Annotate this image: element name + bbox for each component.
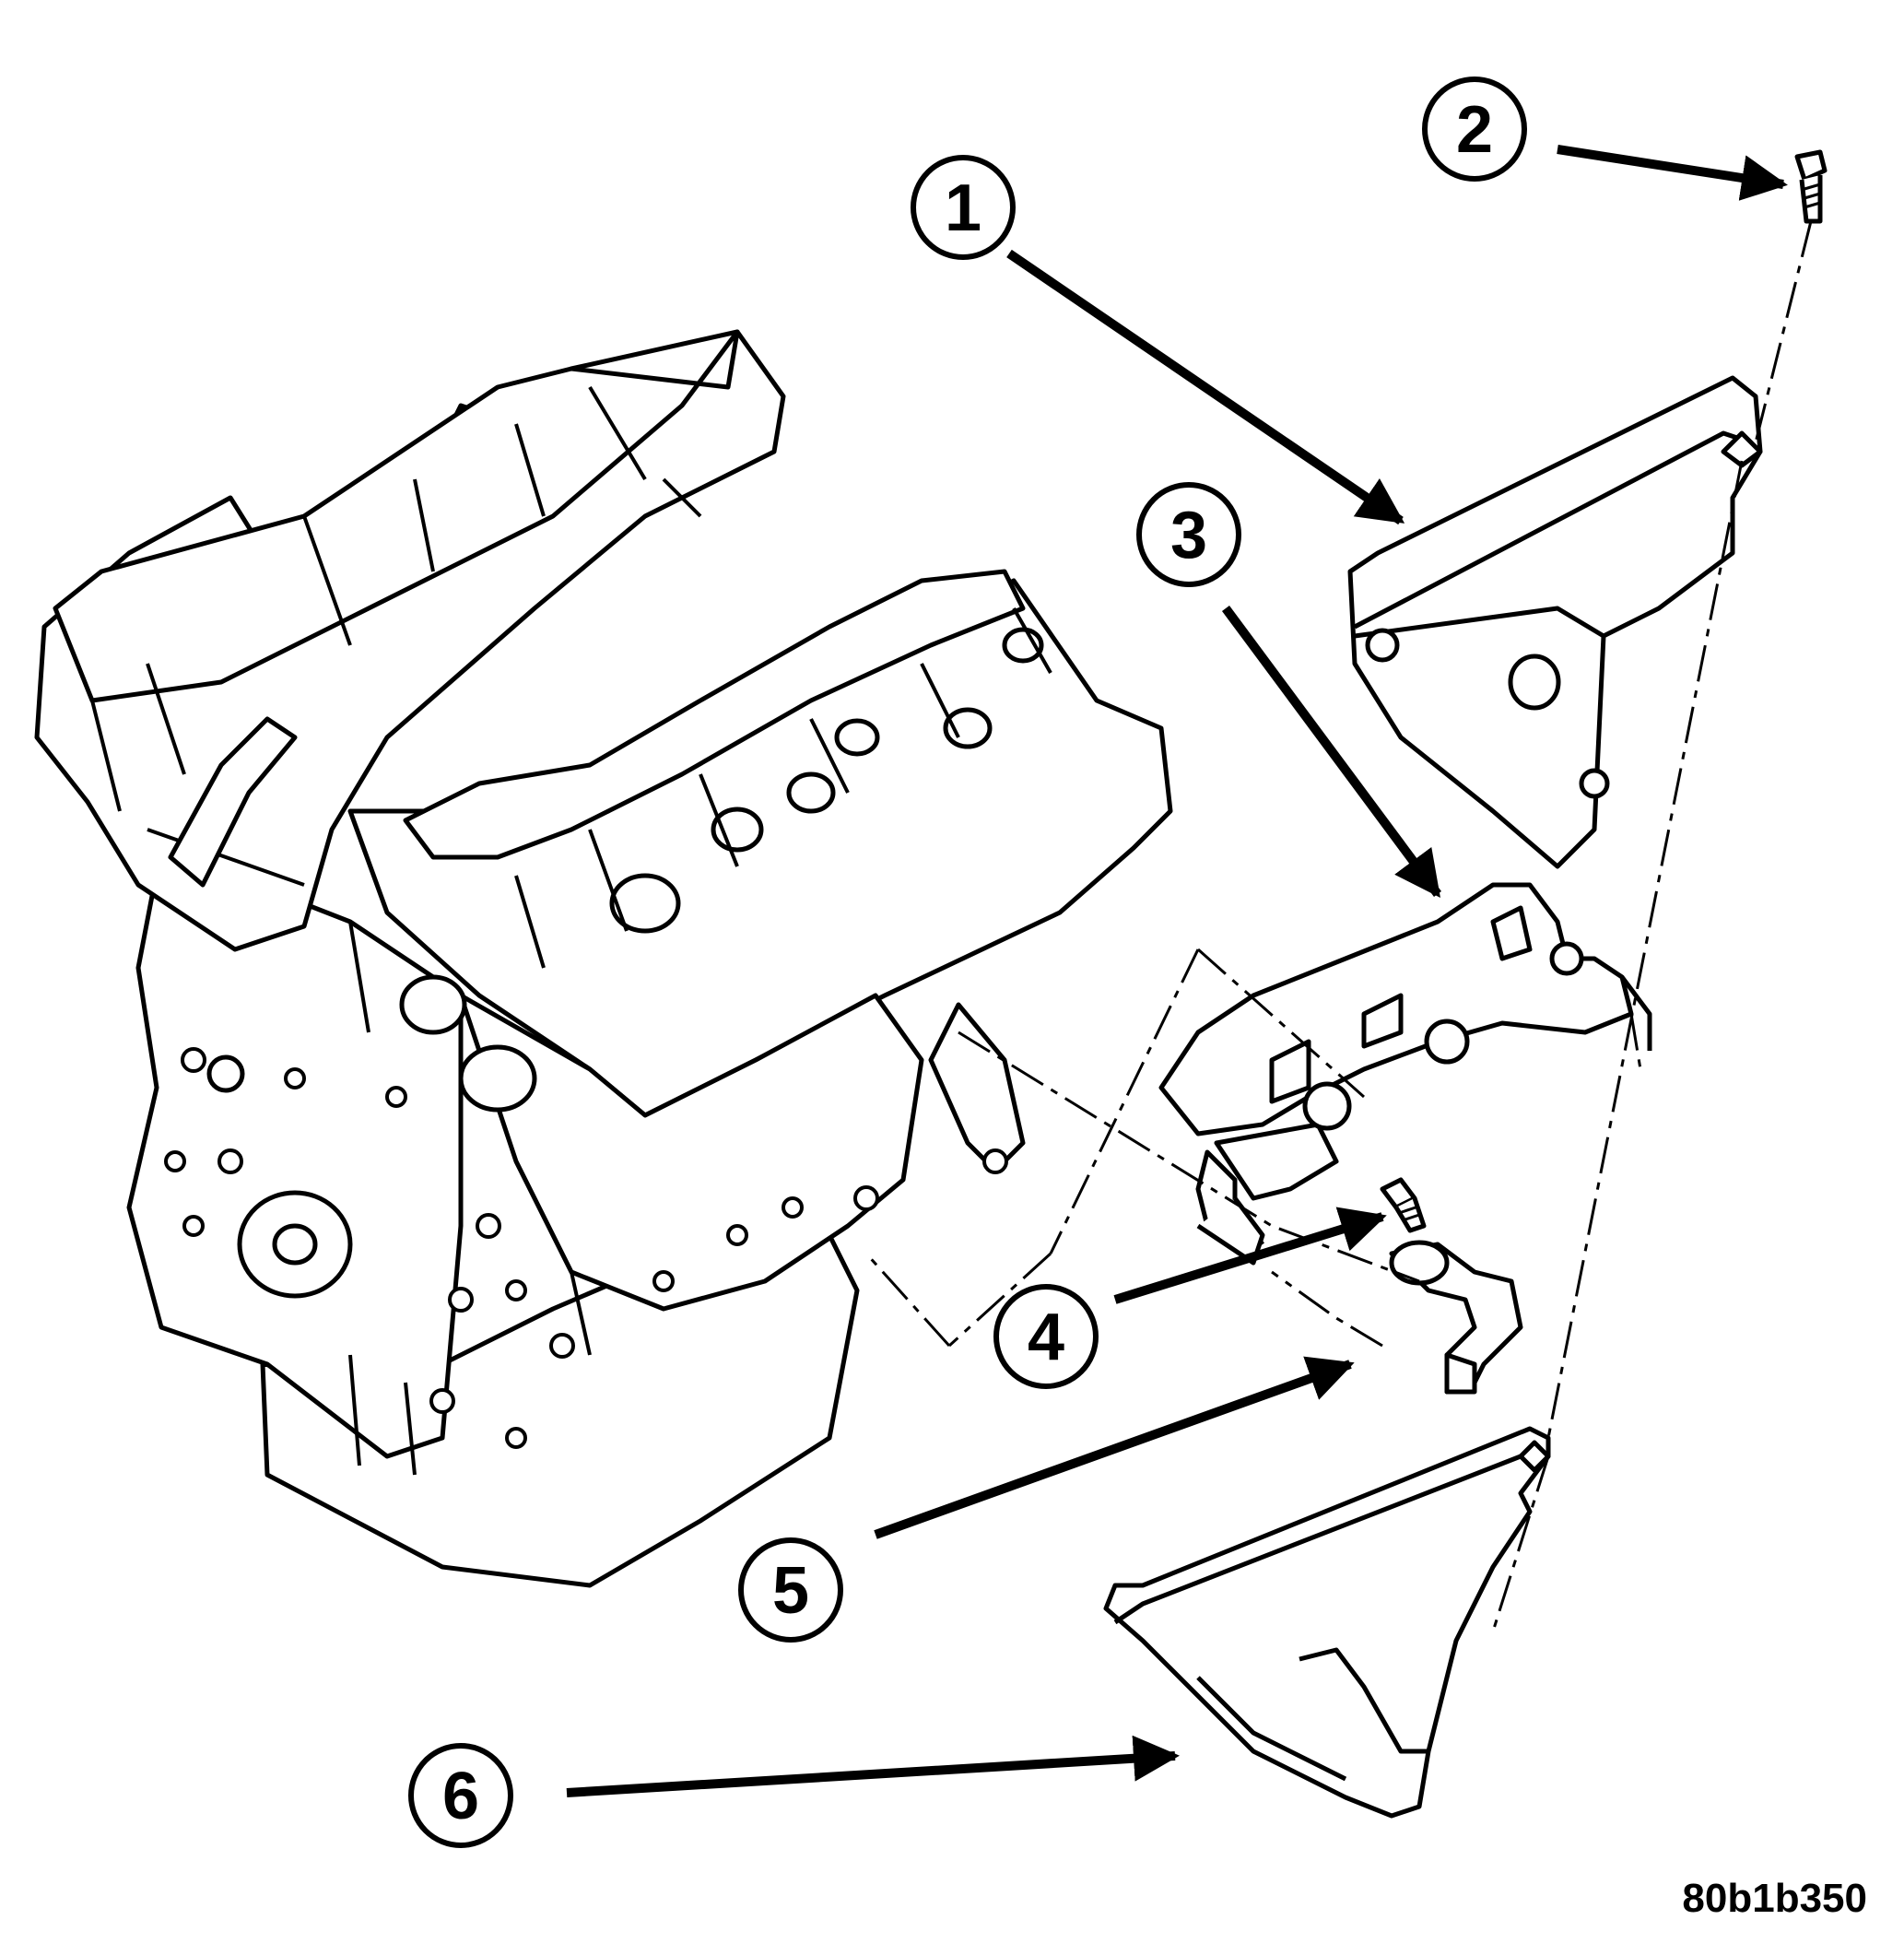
callout-2: 2 — [1422, 77, 1527, 182]
callout-label: 3 — [1170, 499, 1207, 572]
alignment-dashed-lines — [864, 220, 1813, 1632]
callout-3: 3 — [1136, 482, 1241, 587]
leader-arrow-1 — [1006, 249, 1405, 525]
callout-1: 1 — [911, 155, 1016, 260]
leader-arrow-5 — [874, 1356, 1355, 1539]
engine-assembly — [34, 329, 1173, 1588]
engine-block-front — [126, 845, 464, 1459]
callout-circle — [1136, 482, 1241, 587]
callout-label: 4 — [1028, 1301, 1064, 1374]
engine-spark-tube-3 — [834, 718, 880, 757]
callout-circle — [993, 1284, 1099, 1389]
engine-cam-seal-1 — [458, 1044, 537, 1113]
figure-reference-code: 80b1b350 — [1682, 1876, 1867, 1921]
engine-detail-lines — [90, 385, 1052, 1476]
leader-arrows — [566, 145, 1788, 1797]
part-1-upper-cover — [1347, 375, 1763, 869]
engine-oil-filler-cap — [609, 873, 681, 934]
part-6-lower-cover — [1103, 1426, 1551, 1819]
callout-circle — [408, 1743, 513, 1848]
part-4-bolt — [1380, 1177, 1427, 1233]
callout-circle — [738, 1537, 843, 1643]
engine-timing-bracket — [928, 1002, 1026, 1173]
leader-arrow-2 — [1557, 145, 1788, 201]
callout-circle — [911, 155, 1016, 260]
leader-arrow-4 — [1113, 1207, 1387, 1304]
engine-crank-hub-inner — [272, 1223, 318, 1266]
leader-arrow-3 — [1221, 606, 1442, 899]
part-2-bolt — [1794, 149, 1828, 224]
engine-spark-tube-1 — [711, 807, 764, 853]
engine-cam-seal-2 — [399, 974, 467, 1035]
engine-bolt-bosses — [164, 1047, 1008, 1449]
engine-right-cam-ridge — [403, 569, 1026, 860]
engine-spark-tube-2 — [786, 771, 836, 814]
engine-coolant-tube — [168, 716, 298, 888]
callout-label: 1 — [945, 171, 981, 245]
callout-label: 6 — [442, 1760, 479, 1833]
callout-label: 5 — [772, 1554, 809, 1628]
callout-circle — [1422, 77, 1527, 182]
callout-6: 6 — [408, 1743, 513, 1848]
callout-4: 4 — [993, 1284, 1099, 1389]
callout-5: 5 — [738, 1537, 843, 1643]
leader-arrow-6 — [566, 1735, 1180, 1797]
callout-label: 2 — [1456, 93, 1493, 167]
part-5-spacer — [1389, 1240, 1523, 1395]
engine-cam-seal-3 — [206, 1054, 245, 1093]
